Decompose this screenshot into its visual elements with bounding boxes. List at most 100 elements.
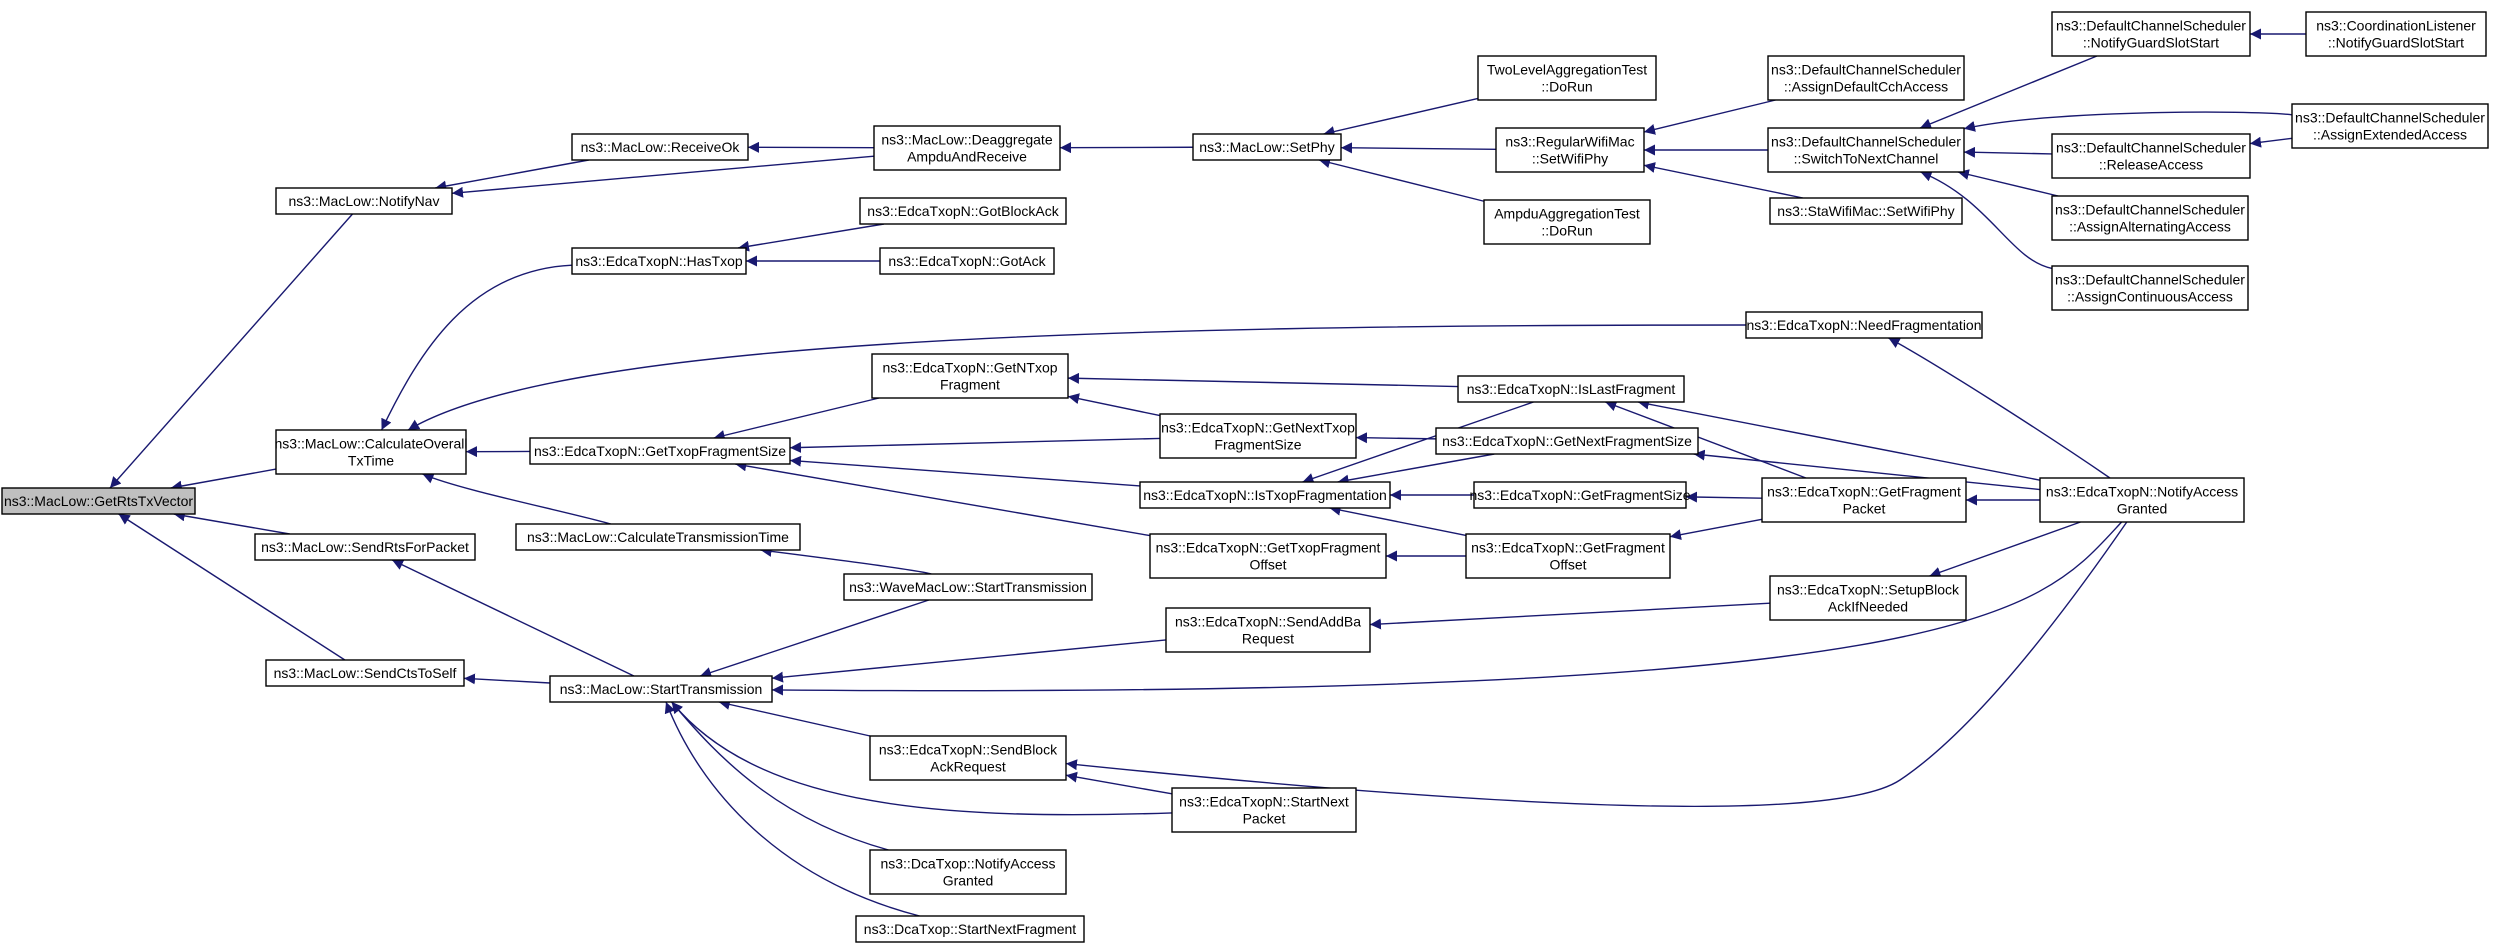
edge-line xyxy=(713,397,880,441)
node-switchtonext[interactable]: ns3::DefaultChannelScheduler::SwitchToNe… xyxy=(1767,127,1965,173)
node-ampduagg[interactable]: AmpduAggregationTest::DoRun xyxy=(1483,199,1651,245)
node-receiveok[interactable]: ns3::MacLow::ReceiveOk xyxy=(571,133,749,161)
node-gotblockack[interactable]: ns3::EdcaTxopN::GotBlockAck xyxy=(859,197,1067,225)
node-getfragsize[interactable]: ns3::EdcaTxopN::GetFragmentSize xyxy=(1470,481,1691,509)
node-root[interactable]: ns3::MacLow::GetRtsTxVector xyxy=(1,487,196,515)
node-gotack[interactable]: ns3::EdcaTxopN::GotAck xyxy=(879,247,1055,275)
node-box xyxy=(1769,575,1967,621)
node-assignalternating[interactable]: ns3::DefaultChannelScheduler::AssignAlte… xyxy=(2051,195,2249,241)
edge-gettxopfragoffset-to-gettxopfragsize xyxy=(735,460,1151,537)
node-istxopfrag[interactable]: ns3::EdcaTxopN::IsTxopFragmentation xyxy=(1139,481,1391,509)
node-label: ::DoRun xyxy=(1541,79,1592,95)
node-sendrts[interactable]: ns3::MacLow::SendRtsForPacket xyxy=(254,533,476,561)
node-wavestart[interactable]: ns3::WaveMacLow::StartTransmission xyxy=(843,573,1093,601)
node-label: ns3::DcaTxop::StartNextFragment xyxy=(864,921,1077,937)
node-box xyxy=(2051,195,2249,241)
node-label: ::SwitchToNextChannel xyxy=(1794,151,1939,167)
edge-line xyxy=(1340,142,1497,154)
node-box xyxy=(2051,133,2251,179)
node-label: ns3::DefaultChannelScheduler xyxy=(2055,272,2245,288)
node-label: ::AssignContinuousAccess xyxy=(2067,289,2233,305)
node-label: ns3::StaWifiMac::SetWifiPhy xyxy=(1777,203,1954,219)
node-label: ::AssignDefaultCchAccess xyxy=(1784,79,1948,95)
node-twolevel[interactable]: TwoLevelAggregationTest::DoRun xyxy=(1477,55,1657,101)
edge-starttx-to-sendcts xyxy=(463,673,551,685)
edge-line xyxy=(109,213,354,489)
edge-line xyxy=(1369,602,1771,630)
edge-getfragpacket-to-getfragoffset xyxy=(1669,518,1763,541)
node-sendcts[interactable]: ns3::MacLow::SendCtsToSelf xyxy=(265,659,465,687)
edge-getfragpacket-to-getfragsize xyxy=(1685,491,1763,503)
node-notifyguard[interactable]: ns3::DefaultChannelScheduler::NotifyGuar… xyxy=(2051,11,2251,57)
node-label: ns3::MacLow::SetPhy xyxy=(1199,139,1334,155)
edge-line xyxy=(1929,521,2081,578)
node-box xyxy=(1495,127,1645,173)
edge-sendcts-to-root xyxy=(118,513,346,661)
edge-getfragpacket-to-islastfrag xyxy=(1605,400,1807,479)
edge-gotblockack-to-hastxop xyxy=(737,223,885,252)
edge-assigncontinuous-to-switchtonext xyxy=(1920,171,2053,270)
edge-getntxopfrag-to-gettxopfragsize xyxy=(713,397,880,441)
node-starttx[interactable]: ns3::MacLow::StartTransmission xyxy=(549,675,773,703)
node-getnextfragsize[interactable]: ns3::EdcaTxopN::GetNextFragmentSize xyxy=(1435,427,1699,455)
edges-layer xyxy=(109,28,2306,917)
node-box xyxy=(859,197,1067,225)
edge-deaggregate-to-notifynav xyxy=(451,155,875,198)
node-coordlistener[interactable]: ns3::CoordinationListener::NotifyGuardSl… xyxy=(2305,11,2487,57)
node-box xyxy=(571,247,747,275)
node-box xyxy=(1435,427,1699,455)
node-label: AmpduAndReceive xyxy=(907,149,1027,165)
node-stawifimac[interactable]: ns3::StaWifiMac::SetWifiPhy xyxy=(1769,197,1963,225)
node-notifynav[interactable]: ns3::MacLow::NotifyNav xyxy=(275,187,453,215)
node-hastxop[interactable]: ns3::EdcaTxopN::HasTxop xyxy=(571,247,747,275)
node-assigndefault[interactable]: ns3::DefaultChannelScheduler::AssignDefa… xyxy=(1767,55,1965,101)
node-label: ns3::EdcaTxopN::GetFragment xyxy=(1767,484,1961,500)
node-assignextended[interactable]: ns3::DefaultChannelScheduler::AssignExte… xyxy=(2291,103,2489,149)
edge-setupblockack-to-sendaddba xyxy=(1369,602,1771,630)
node-label: ns3::EdcaTxopN::GetFragment xyxy=(1471,540,1665,556)
node-label: AckIfNeeded xyxy=(1828,599,1908,615)
node-label: Granted xyxy=(943,873,994,889)
edge-line xyxy=(760,545,932,575)
edge-notifyaccessgranted-to-needfrag xyxy=(1888,337,2111,479)
edge-line xyxy=(735,460,1151,537)
edge-hastxop-to-calcoverall xyxy=(380,264,573,431)
node-label: ns3::EdcaTxopN::GetNextFragmentSize xyxy=(1442,433,1692,449)
node-gettxopfragsize[interactable]: ns3::EdcaTxopN::GetTxopFragmentSize xyxy=(529,437,791,465)
edge-stawifimac-to-regularwifimac xyxy=(1643,162,1804,199)
node-label: ::NotifyGuardSlotStart xyxy=(2083,35,2219,51)
node-box xyxy=(879,247,1055,275)
edge-line xyxy=(1693,449,2041,491)
node-regularwifimac[interactable]: ns3::RegularWifiMac::SetWifiPhy xyxy=(1495,127,1645,173)
edge-line xyxy=(380,264,573,431)
node-label: ns3::EdcaTxopN::StartNext xyxy=(1179,794,1349,810)
node-releaseaccess[interactable]: ns3::DefaultChannelScheduler::ReleaseAcc… xyxy=(2051,133,2251,179)
node-needfrag[interactable]: ns3::EdcaTxopN::NeedFragmentation xyxy=(1745,311,1983,339)
node-label: TwoLevelAggregationTest xyxy=(1487,62,1647,78)
node-label: AmpduAggregationTest xyxy=(1494,206,1640,222)
node-label: ns3::EdcaTxopN::HasTxop xyxy=(575,253,743,269)
node-label: ns3::MacLow::SendCtsToSelf xyxy=(274,665,457,681)
node-calctxtime[interactable]: ns3::MacLow::CalculateTransmissionTime xyxy=(515,523,801,551)
node-dcastartnext[interactable]: ns3::DcaTxop::StartNextFragment xyxy=(855,915,1085,943)
node-islastfrag[interactable]: ns3::EdcaTxopN::IsLastFragment xyxy=(1457,375,1685,403)
edge-line xyxy=(1957,169,2059,197)
node-setphy[interactable]: ns3::MacLow::SetPhy xyxy=(1192,133,1342,161)
node-assigncontinuous[interactable]: ns3::DefaultChannelScheduler::AssignCont… xyxy=(2051,265,2249,311)
node-box xyxy=(549,675,773,703)
node-label: ns3::DefaultChannelScheduler xyxy=(2055,202,2245,218)
edge-getnextfragsize-to-istxopfrag xyxy=(1337,453,1495,486)
